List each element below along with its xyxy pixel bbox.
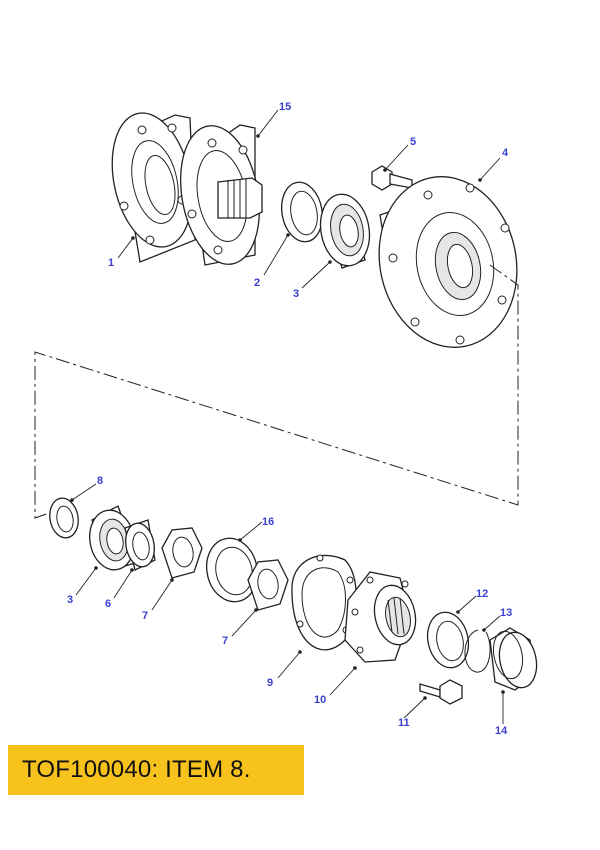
part-16-lock-washer — [206, 537, 258, 603]
callout-16: 16 — [262, 516, 274, 528]
callout-3-lower: 3 — [67, 594, 73, 606]
part-5-bolt — [371, 165, 413, 191]
part-1-stub-axle — [111, 112, 196, 263]
assembly-centerline — [34, 264, 519, 519]
callout-14: 14 — [495, 725, 508, 737]
callout-15: 15 — [279, 101, 291, 113]
part-7-nut-first — [161, 527, 203, 579]
part-10-drive-flange — [344, 571, 417, 663]
callout-8: 8 — [97, 475, 103, 487]
part-11-bolt — [419, 679, 463, 705]
part-8-seal — [49, 497, 79, 539]
callout-11: 11 — [398, 717, 410, 729]
callout-9: 9 — [267, 677, 273, 689]
callout-4: 4 — [502, 147, 509, 159]
part-12-washer — [426, 611, 470, 669]
part-6-spacer — [124, 519, 156, 571]
callout-2: 2 — [254, 277, 260, 289]
callout-5: 5 — [410, 136, 416, 148]
callout-6: 6 — [105, 598, 111, 610]
part-4-hub — [378, 176, 518, 348]
callout-13: 13 — [500, 607, 512, 619]
callout-12: 12 — [476, 588, 488, 600]
part-3-bearing-upper — [319, 193, 371, 269]
part-2-oil-seal — [280, 181, 324, 243]
callouts: 1 15 2 3 5 4 8 3 6 7 16 7 9 10 11 12 13 — [67, 101, 512, 737]
part-reference-text: TOF100040: ITEM 8. — [22, 756, 251, 783]
part-7-nut-second — [247, 559, 289, 611]
part-reference-banner: TOF100040: ITEM 8. — [8, 745, 304, 795]
part-13-circlip — [464, 629, 491, 673]
callout-7-second: 7 — [222, 635, 228, 647]
callout-3-upper: 3 — [293, 288, 299, 300]
part-3-bearing-lower — [89, 505, 139, 571]
callout-1: 1 — [108, 257, 114, 269]
part-14-hub-cap — [489, 627, 538, 691]
part-15-stub-axle — [180, 124, 263, 266]
callout-10: 10 — [314, 694, 326, 706]
callout-7-first: 7 — [142, 610, 148, 622]
